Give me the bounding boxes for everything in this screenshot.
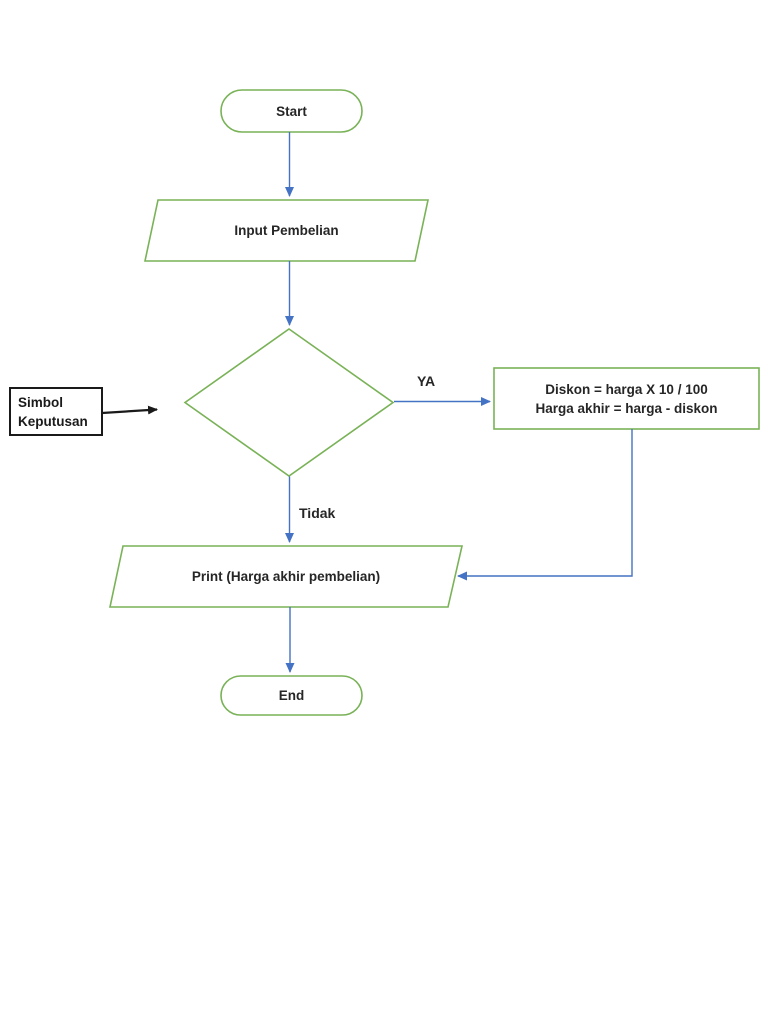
- edge-label-no: Tidak: [299, 505, 336, 521]
- end-node-label: End: [278, 688, 305, 703]
- input-parallelogram-shape: [144, 199, 429, 262]
- print-node-label: Print (Harga akhir pembelian): [191, 569, 381, 584]
- connector-process-to-print: [457, 429, 633, 581]
- end-terminator-shape: [220, 675, 363, 716]
- input-node-label: Input Pembelian: [234, 223, 339, 238]
- process-node-label: Diskon = harga X 10 / 100 Harga akhir = …: [494, 368, 759, 429]
- edge-label-yes: YA: [417, 373, 436, 389]
- annotation-box-shape: [9, 387, 103, 436]
- decision-diamond-shape: [183, 328, 395, 477]
- process-node-label-line2: Harga akhir = harga - diskon: [535, 400, 718, 416]
- annotation-label: Simbol Keputusan: [18, 394, 88, 429]
- annotation-arrow: [101, 405, 158, 415]
- print-parallelogram-shape: [109, 545, 464, 608]
- process-rectangle-shape: [493, 367, 760, 430]
- start-node-label: Start: [276, 103, 307, 119]
- process-node-label-line1: Diskon = harga X 10 / 100: [545, 381, 708, 397]
- start-terminator-shape: [220, 89, 363, 133]
